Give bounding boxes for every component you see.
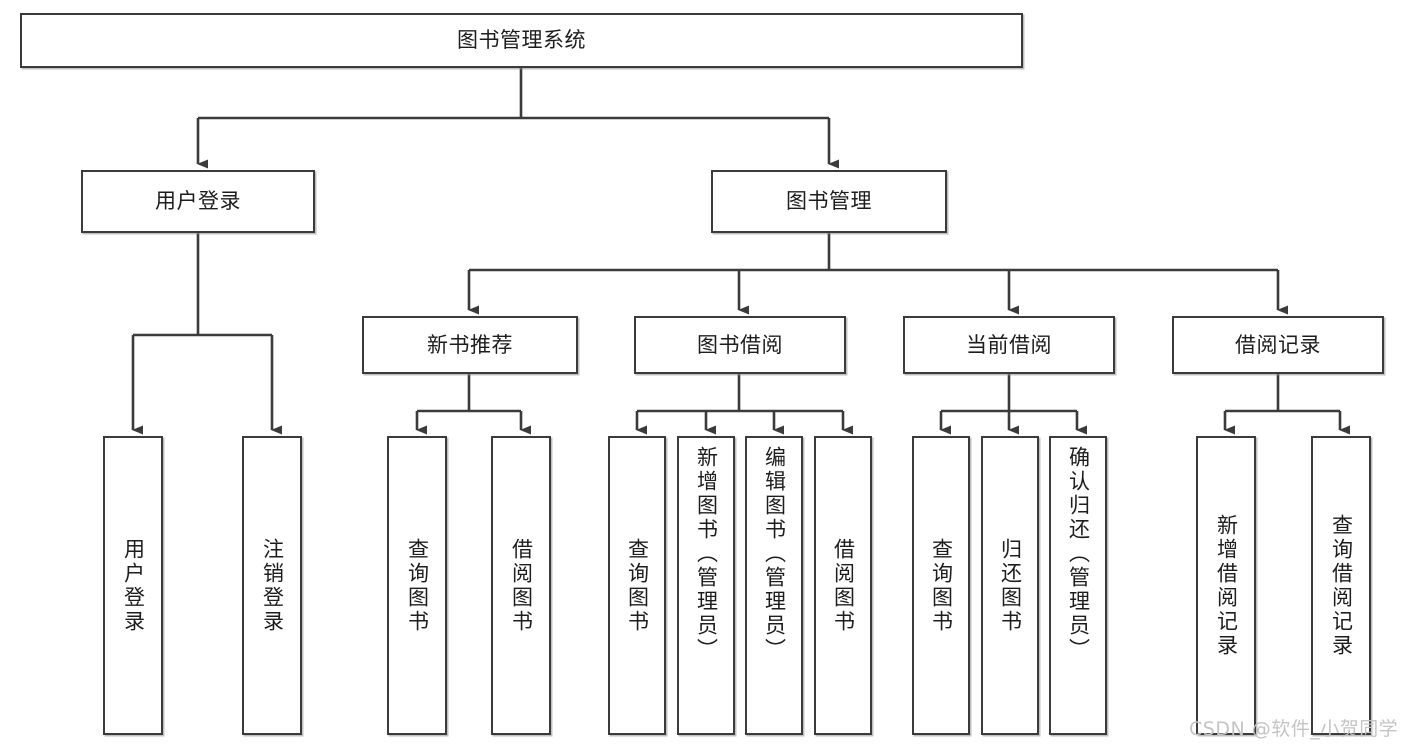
node-label: 当前借阅 (966, 332, 1052, 357)
leaf-current-query-book[interactable]: 查询图书 (912, 436, 970, 735)
node-label: 查询图书 (625, 537, 650, 634)
node-current-borrow[interactable]: 当前借阅 (903, 316, 1115, 374)
node-label: 借阅记录 (1235, 332, 1321, 357)
node-label: 注销登录 (260, 537, 285, 634)
node-label: 图书管理系统 (457, 28, 586, 53)
node-borrow-record[interactable]: 借阅记录 (1172, 316, 1384, 374)
node-label: 用户登录 (121, 537, 146, 634)
leaf-add-book-admin[interactable]: 新增图书（管理员） (677, 436, 735, 735)
node-label: 查询借阅记录 (1329, 513, 1354, 658)
leaf-query-book-recommend[interactable]: 查询图书 (387, 436, 447, 735)
leaf-add-borrow-record[interactable]: 新增借阅记录 (1196, 436, 1256, 735)
node-label: 新书推荐 (427, 332, 513, 357)
leaf-logout[interactable]: 注销登录 (242, 436, 302, 735)
node-book-borrow[interactable]: 图书借阅 (634, 316, 846, 374)
leaf-borrow-book[interactable]: 借阅图书 (814, 436, 872, 735)
leaf-borrow-book-recommend[interactable]: 借阅图书 (491, 436, 551, 735)
csdn-watermark: CSDN @软件_小贺同学 (1189, 718, 1399, 740)
leaf-confirm-return-admin[interactable]: 确认归还（管理员） (1049, 436, 1107, 735)
node-root-system[interactable]: 图书管理系统 (20, 13, 1023, 68)
node-label: 新增借阅记录 (1214, 513, 1239, 658)
node-label: 查询图书 (929, 537, 954, 634)
leaf-borrow-query-book[interactable]: 查询图书 (608, 436, 666, 735)
leaf-query-borrow-record[interactable]: 查询借阅记录 (1311, 436, 1371, 735)
node-book-management[interactable]: 图书管理 (711, 170, 947, 233)
node-label: 编辑图书（管理员） (762, 446, 787, 662)
leaf-edit-book-admin[interactable]: 编辑图书（管理员） (745, 436, 803, 735)
node-label: 归还图书 (998, 537, 1023, 634)
node-label: 用户登录 (155, 189, 241, 214)
leaf-return-book[interactable]: 归还图书 (981, 436, 1039, 735)
node-label: 图书借阅 (697, 332, 783, 357)
node-label: 新增图书（管理员） (694, 446, 719, 662)
node-user-login[interactable]: 用户登录 (81, 170, 315, 233)
node-label: 确认归还（管理员） (1066, 446, 1091, 662)
node-label: 图书管理 (786, 189, 872, 214)
node-label: 借阅图书 (509, 537, 534, 634)
node-label: 查询图书 (405, 537, 430, 634)
node-new-book-recommend[interactable]: 新书推荐 (362, 316, 578, 374)
node-label: 借阅图书 (831, 537, 856, 634)
leaf-user-login[interactable]: 用户登录 (103, 436, 163, 735)
